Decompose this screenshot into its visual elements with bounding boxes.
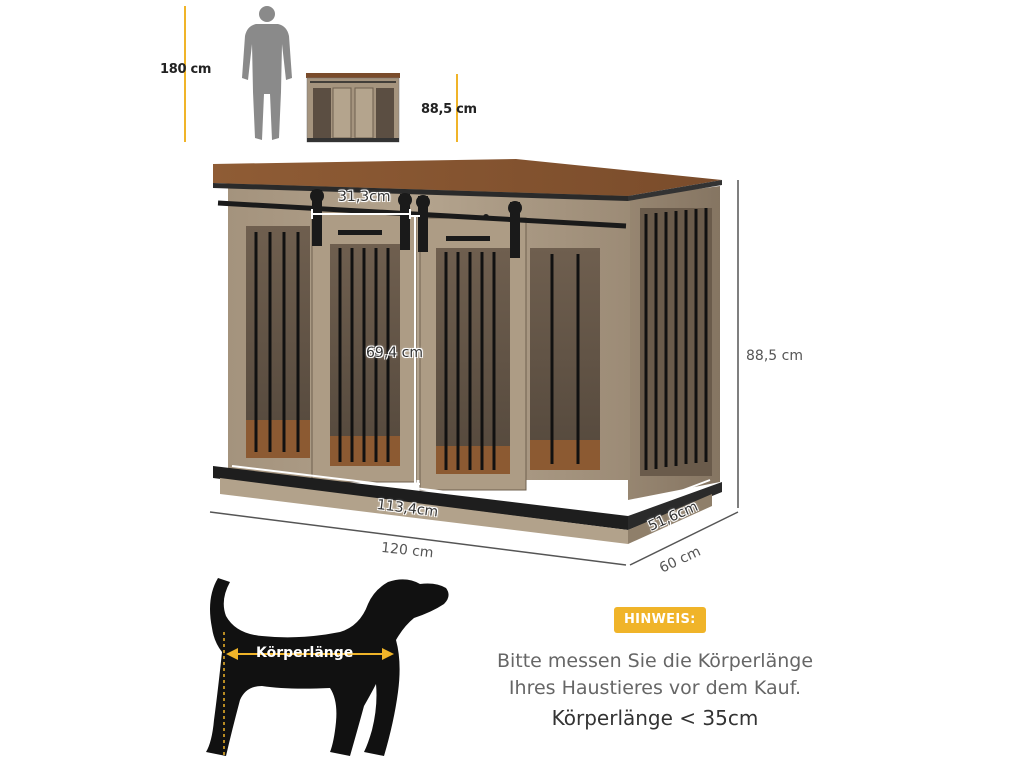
outer-height-label: 88,5 cm [746, 348, 803, 364]
body-length-limit: Körperlänge < 35cm [551, 706, 759, 730]
outer-dimension-lines [209, 180, 739, 566]
person-silhouette-icon [242, 6, 292, 140]
note-line-2: Ihres Haustieres vor dem Kauf. [508, 677, 802, 699]
compartment-width-label: 31,3cm [338, 189, 391, 205]
inner-dimension-lines [231, 209, 711, 515]
person-height-label: 180 cm [160, 62, 212, 77]
mini-furniture-height-label: 88,5 cm [421, 102, 477, 117]
door-height-label: 69,4 cm [366, 345, 423, 361]
note-line-1: Bitte messen Sie die Körperlänge [496, 650, 814, 672]
note-badge: HINWEIS: [614, 607, 706, 633]
dog-body-length-label: Körperlänge [256, 645, 354, 661]
body-length-arrow [223, 632, 394, 756]
dog-silhouette-icon [206, 578, 449, 756]
mini-furniture-icon [306, 73, 400, 143]
dog-crate-furniture [213, 159, 722, 544]
